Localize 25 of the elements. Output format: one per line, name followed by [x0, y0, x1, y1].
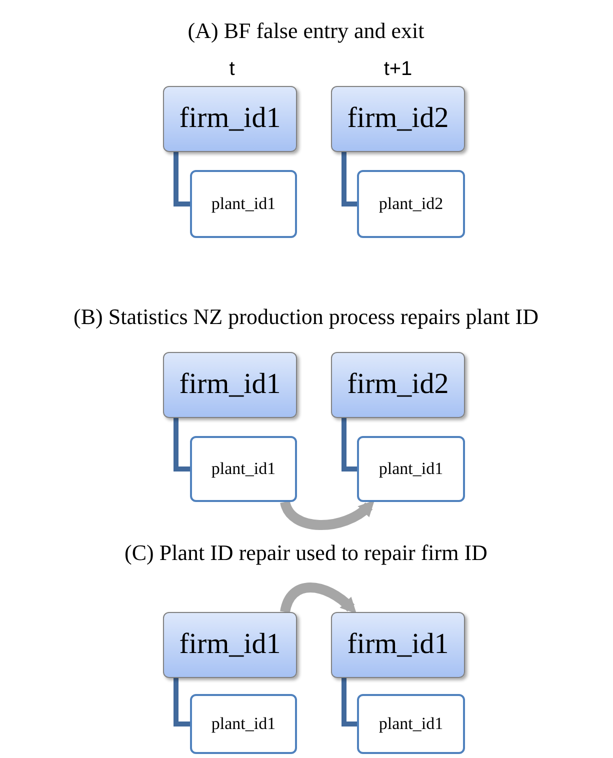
time-label: t+1	[384, 57, 412, 82]
connector-line	[174, 678, 190, 726]
plant-box: plant_id1	[357, 694, 465, 754]
connector-line	[174, 152, 190, 206]
connector-line	[342, 678, 357, 726]
firm-box: firm_id1	[163, 86, 297, 152]
firm-box: firm_id2	[331, 352, 465, 418]
firm-box: firm_id1	[331, 612, 465, 678]
curved-arrow	[280, 500, 376, 530]
connector-line	[174, 418, 190, 472]
connector-line	[342, 418, 357, 472]
plant-box: plant_id1	[190, 436, 297, 502]
section-heading: (A) BF false entry and exit	[188, 17, 424, 45]
plant-box: plant_id1	[357, 436, 465, 502]
firm-box: firm_id1	[163, 612, 297, 678]
plant-box: plant_id2	[357, 170, 465, 238]
curved-arrow	[280, 582, 357, 614]
section-heading: (C) Plant ID repair used to repair firm ID	[124, 539, 488, 567]
section-heading: (B) Statistics NZ production process repairs plant ID	[74, 303, 538, 331]
plant-box: plant_id1	[190, 170, 297, 238]
connector-line	[342, 152, 357, 206]
firm-box: firm_id2	[331, 86, 465, 152]
plant-box: plant_id1	[190, 694, 297, 754]
firm-box: firm_id1	[163, 352, 297, 418]
time-label: t	[229, 57, 235, 82]
